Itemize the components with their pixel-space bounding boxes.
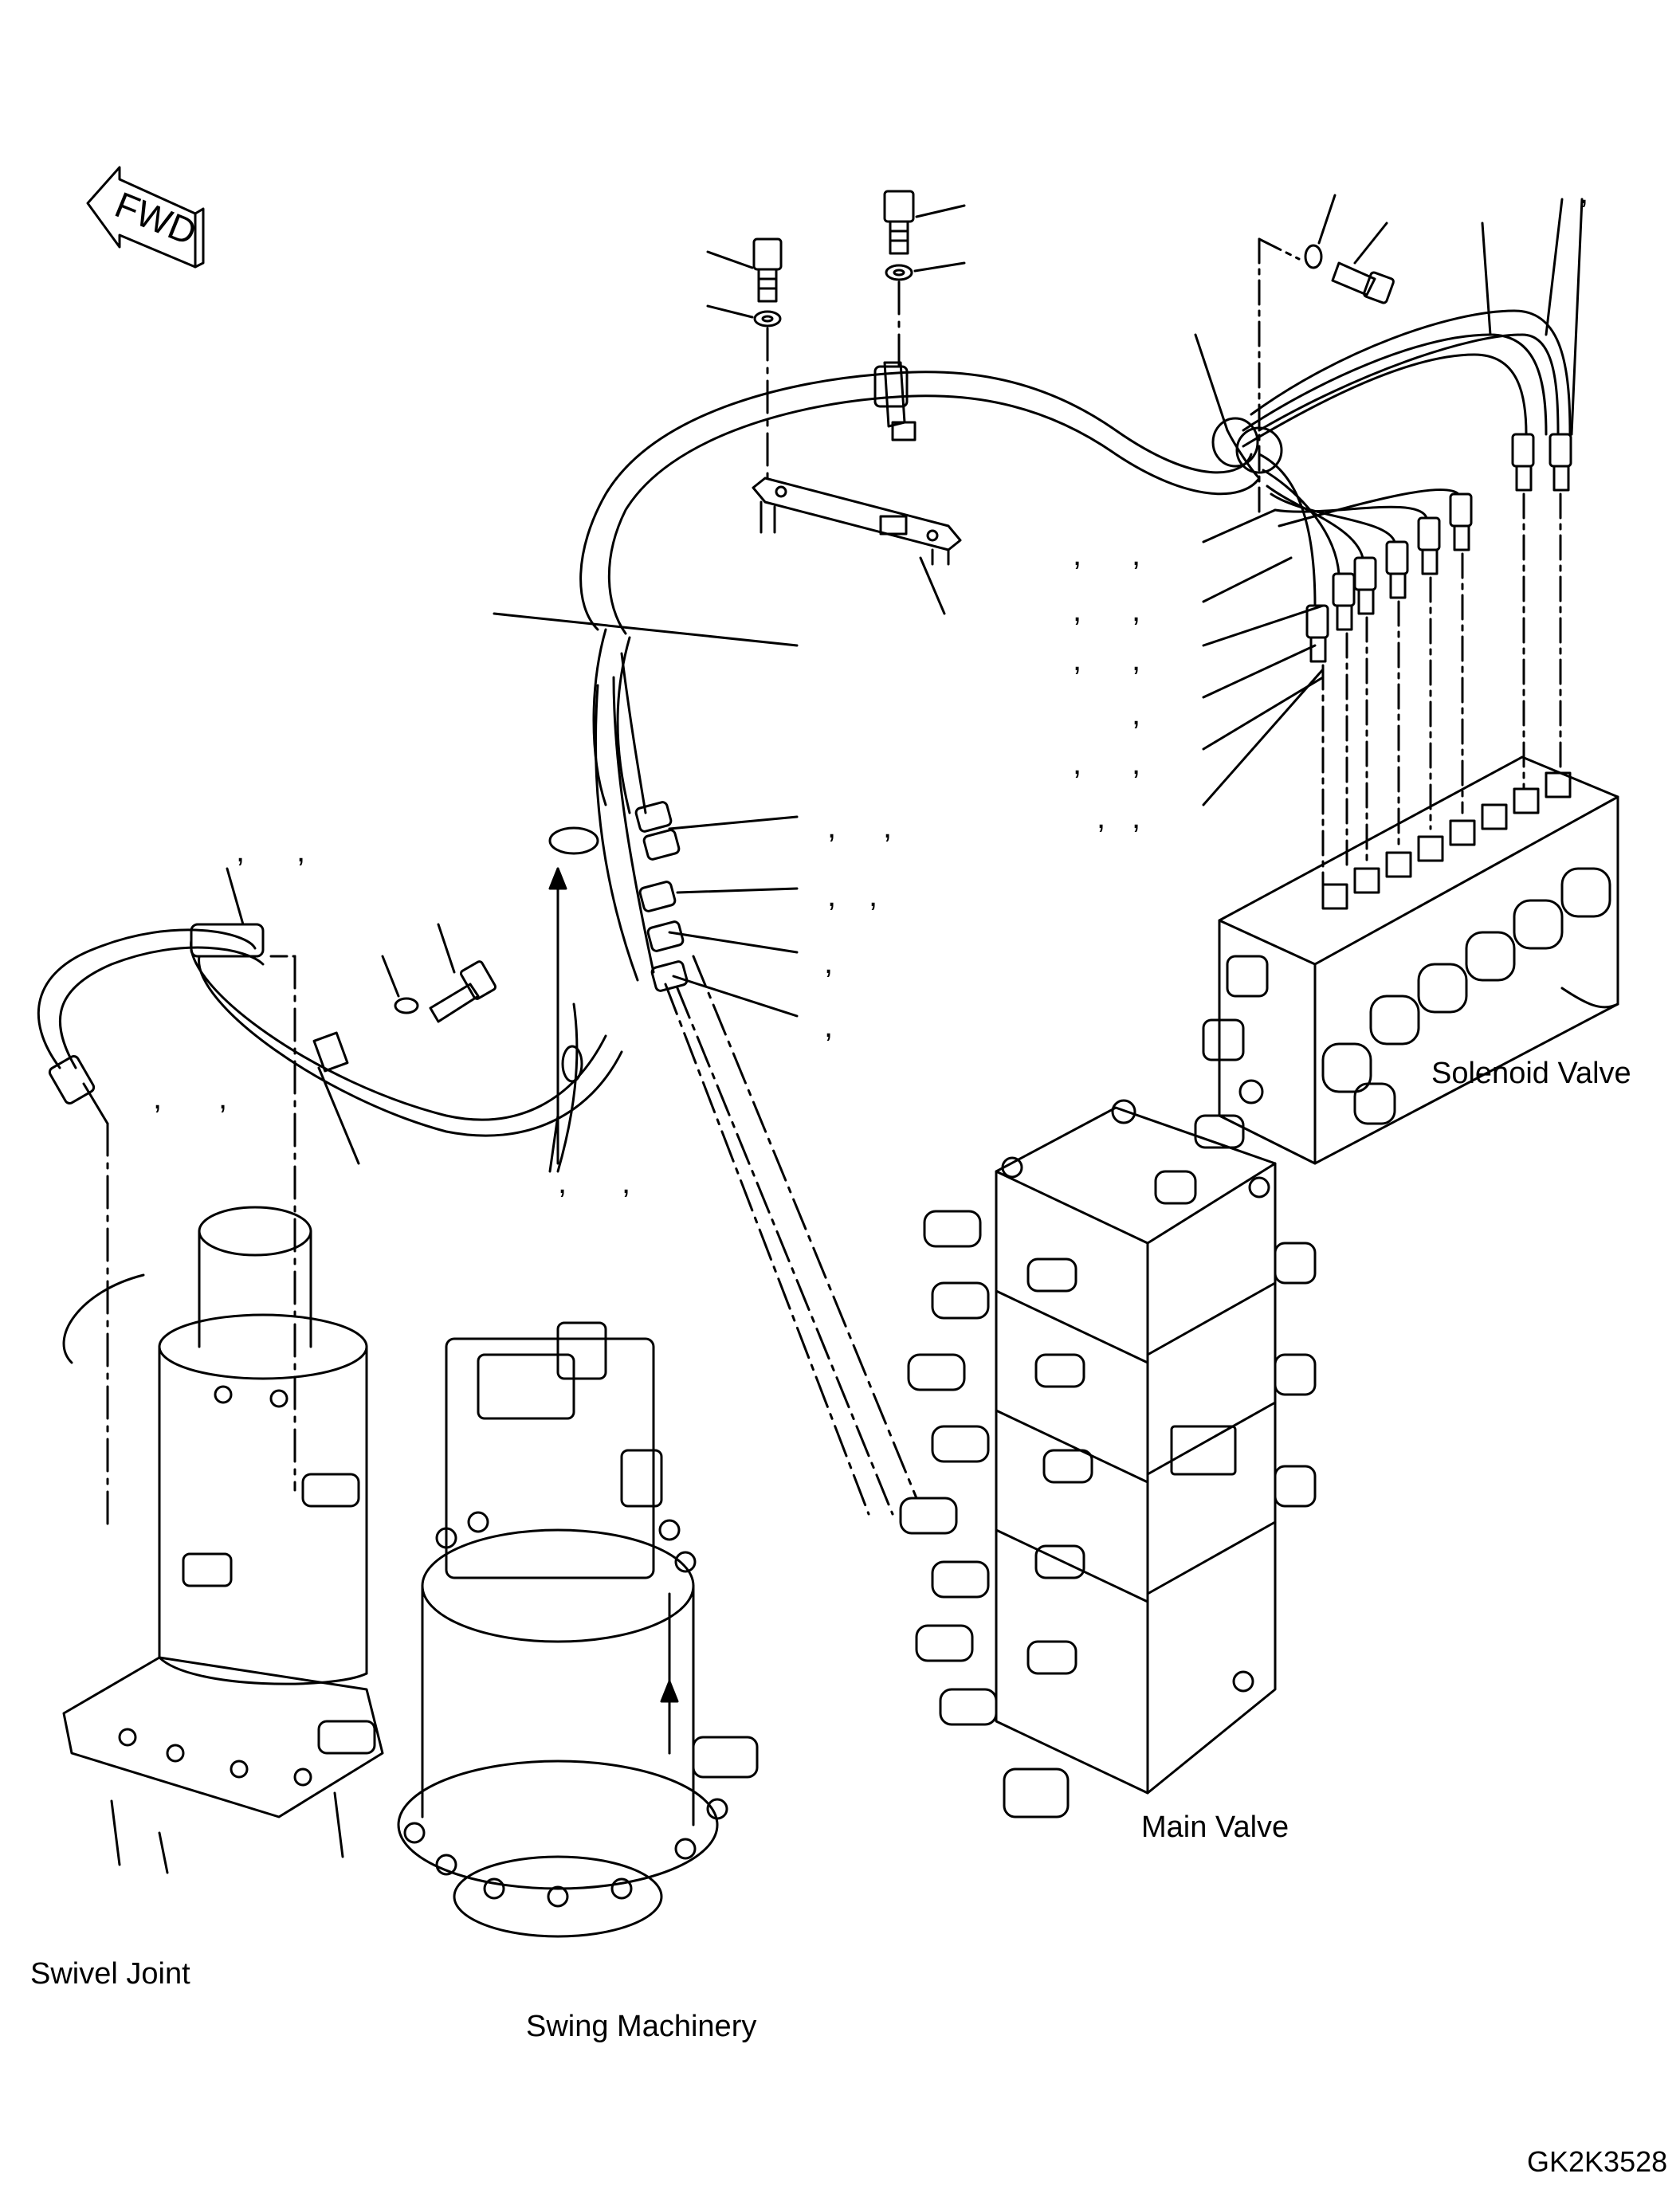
callout-separator: , [827, 878, 837, 913]
drawing-code: GK2K3528 [1527, 2145, 1668, 2178]
left-hose [37, 867, 623, 1532]
solenoid-valve-drawing [1202, 492, 1619, 1165]
callout-separator: , [1132, 537, 1141, 572]
swivel-joint-drawing [62, 1206, 384, 1874]
main-valve-label: Main Valve [1141, 1811, 1289, 1844]
callout-separator: , [827, 810, 837, 845]
callout-separator: , [1132, 593, 1141, 628]
callout-separator: , [558, 1165, 567, 1200]
solenoid-valve-label: Solenoid Valve [1431, 1057, 1631, 1090]
callout-separator: , [883, 810, 893, 845]
callout-separator: , [218, 1081, 228, 1116]
callout-separator: , [824, 1009, 834, 1044]
bolt-top-right [883, 190, 966, 368]
fwd-arrow-icon: FWD [86, 166, 205, 269]
callout-separator: , [824, 945, 834, 980]
callout-separator: , [1132, 800, 1141, 835]
callout-separator: , [869, 878, 878, 913]
callout-separator: , [296, 834, 306, 869]
callout-separator: , [1073, 537, 1082, 572]
swivel-joint-label: Swivel Joint [30, 1957, 190, 1991]
callout-separator: , [153, 1081, 163, 1116]
callout-separator: , [1097, 800, 1106, 835]
callout-separator: , [1580, 175, 1589, 210]
swing-machinery-drawing [397, 1321, 759, 1938]
bolt-top-left [706, 237, 783, 480]
callout-separator: , [1073, 593, 1082, 628]
swing-machinery-label: Swing Machinery [526, 2010, 757, 2043]
bolt-right-side [1258, 194, 1395, 520]
callout-leaders-right [493, 198, 1564, 806]
callout-separator: , [1132, 696, 1141, 732]
callout-separator: , [1073, 746, 1082, 781]
bracket-plate [752, 477, 962, 615]
callout-separator: , [1132, 746, 1141, 781]
callout-separator: , [622, 1165, 631, 1200]
callout-separator: , [1073, 642, 1082, 677]
hose-end-fittings [548, 628, 918, 1516]
hose-bundle [579, 309, 1572, 663]
callout-separator: , [236, 834, 245, 869]
callout-separator: , [1132, 642, 1141, 677]
main-valve-drawing [899, 1099, 1317, 1818]
